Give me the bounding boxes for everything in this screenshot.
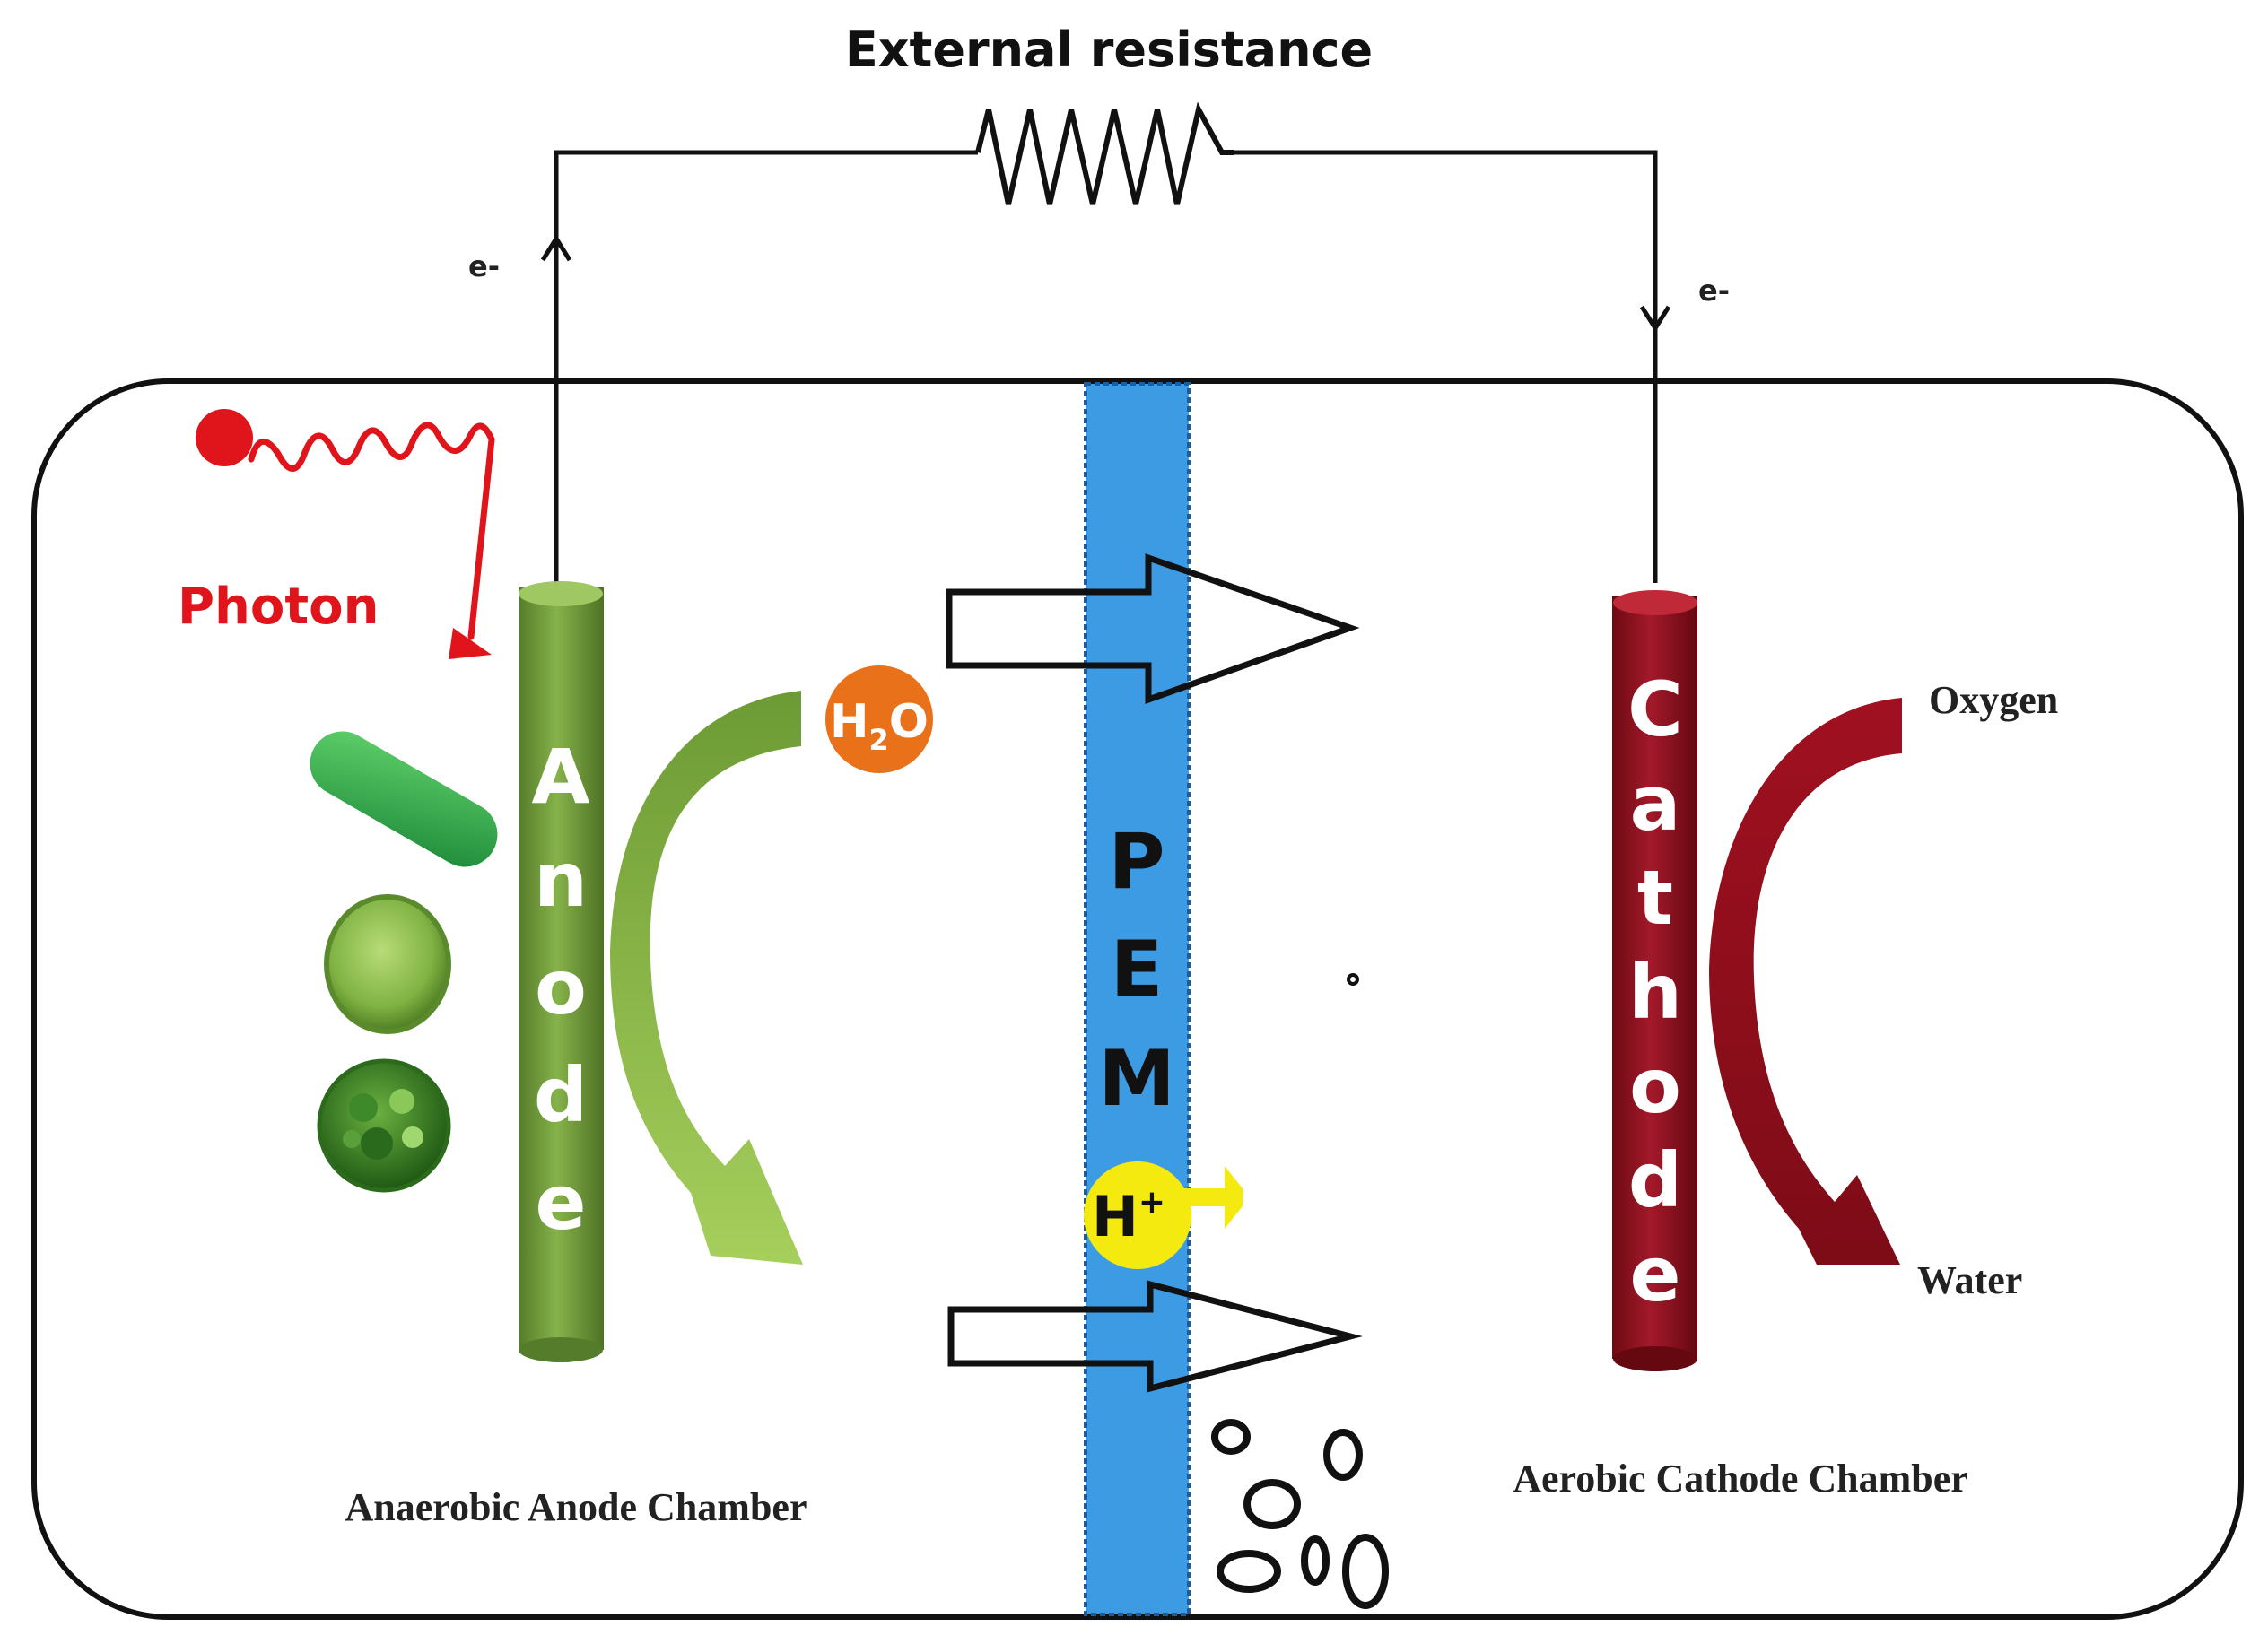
flow-arrow-top-icon <box>946 553 1360 704</box>
water-h: H <box>830 695 869 749</box>
resistor-icon <box>975 101 1234 205</box>
anode-letter: e <box>536 1159 587 1247</box>
proton-sup: + <box>1138 1184 1165 1221</box>
oxygen-label: Oxygen <box>1929 678 2058 722</box>
algae-cell-dotted-icon <box>317 1058 451 1193</box>
water-molecule-icon <box>825 665 933 773</box>
photon-arrowhead-icon <box>449 628 492 659</box>
water-o: O <box>889 695 929 749</box>
electron-label-left: e- <box>468 249 500 283</box>
cathode-letter: e <box>1630 1231 1681 1318</box>
bacterium-rod-icon <box>310 731 498 867</box>
cathode-letter: o <box>1629 1042 1681 1130</box>
algae-cell-icon <box>324 894 451 1034</box>
cathode-letter: t <box>1637 854 1673 942</box>
bubble-icon <box>1211 973 1389 1609</box>
fuel-cell-chamber <box>31 378 2244 1620</box>
cathode-letter: h <box>1628 948 1682 1036</box>
cathode-letter: C <box>1627 665 1683 753</box>
cathode-letter: a <box>1630 760 1681 848</box>
anode-letter: n <box>534 836 588 924</box>
anode-rod-bottom <box>519 1337 603 1362</box>
cathode-rod <box>1612 596 1697 1359</box>
photon-label: Photon <box>178 578 379 636</box>
cathode-rod-top <box>1613 590 1697 615</box>
anode-rod <box>519 587 604 1350</box>
anode-reaction-arrow-icon <box>610 691 803 1265</box>
cathode-rod-bottom <box>1613 1346 1697 1371</box>
cathode-reaction-arrow-icon <box>1709 698 1902 1265</box>
photon-icon <box>196 409 253 466</box>
electron-label-right: e- <box>1698 274 1730 308</box>
proton-icon <box>1084 1161 1191 1269</box>
water-sub: 2 <box>869 723 889 757</box>
cathode-letter: d <box>1628 1136 1682 1224</box>
anode-letter: o <box>535 944 587 1031</box>
anode-letter: A <box>531 733 589 821</box>
anode-chamber-label: Anaerobic Anode Chamber <box>345 1485 807 1529</box>
pem-letter: P <box>1108 817 1165 907</box>
proton-base: H <box>1092 1184 1138 1249</box>
external-resistance-label: External resistance <box>845 22 1373 78</box>
flow-arrow-bottom-icon <box>947 1280 1363 1393</box>
cathode-chamber-label: Aerobic Cathode Chamber <box>1513 1457 1968 1500</box>
pem-letter: M <box>1098 1034 1175 1124</box>
proton-label: H+ <box>1092 1184 1165 1249</box>
water-label: Water <box>1917 1258 2022 1302</box>
water-molecule-label: H2O <box>830 695 929 757</box>
electron-arrow-down-icon <box>1639 305 1671 333</box>
electron-arrow-up-icon <box>540 234 572 262</box>
proton-arrow-icon <box>1184 1166 1243 1229</box>
circuit-wire <box>554 150 1658 583</box>
anode-rod-top <box>519 581 603 606</box>
pem-letter: E <box>1111 925 1164 1014</box>
photon-wave-icon <box>248 422 495 640</box>
anode-letter: d <box>534 1051 588 1139</box>
